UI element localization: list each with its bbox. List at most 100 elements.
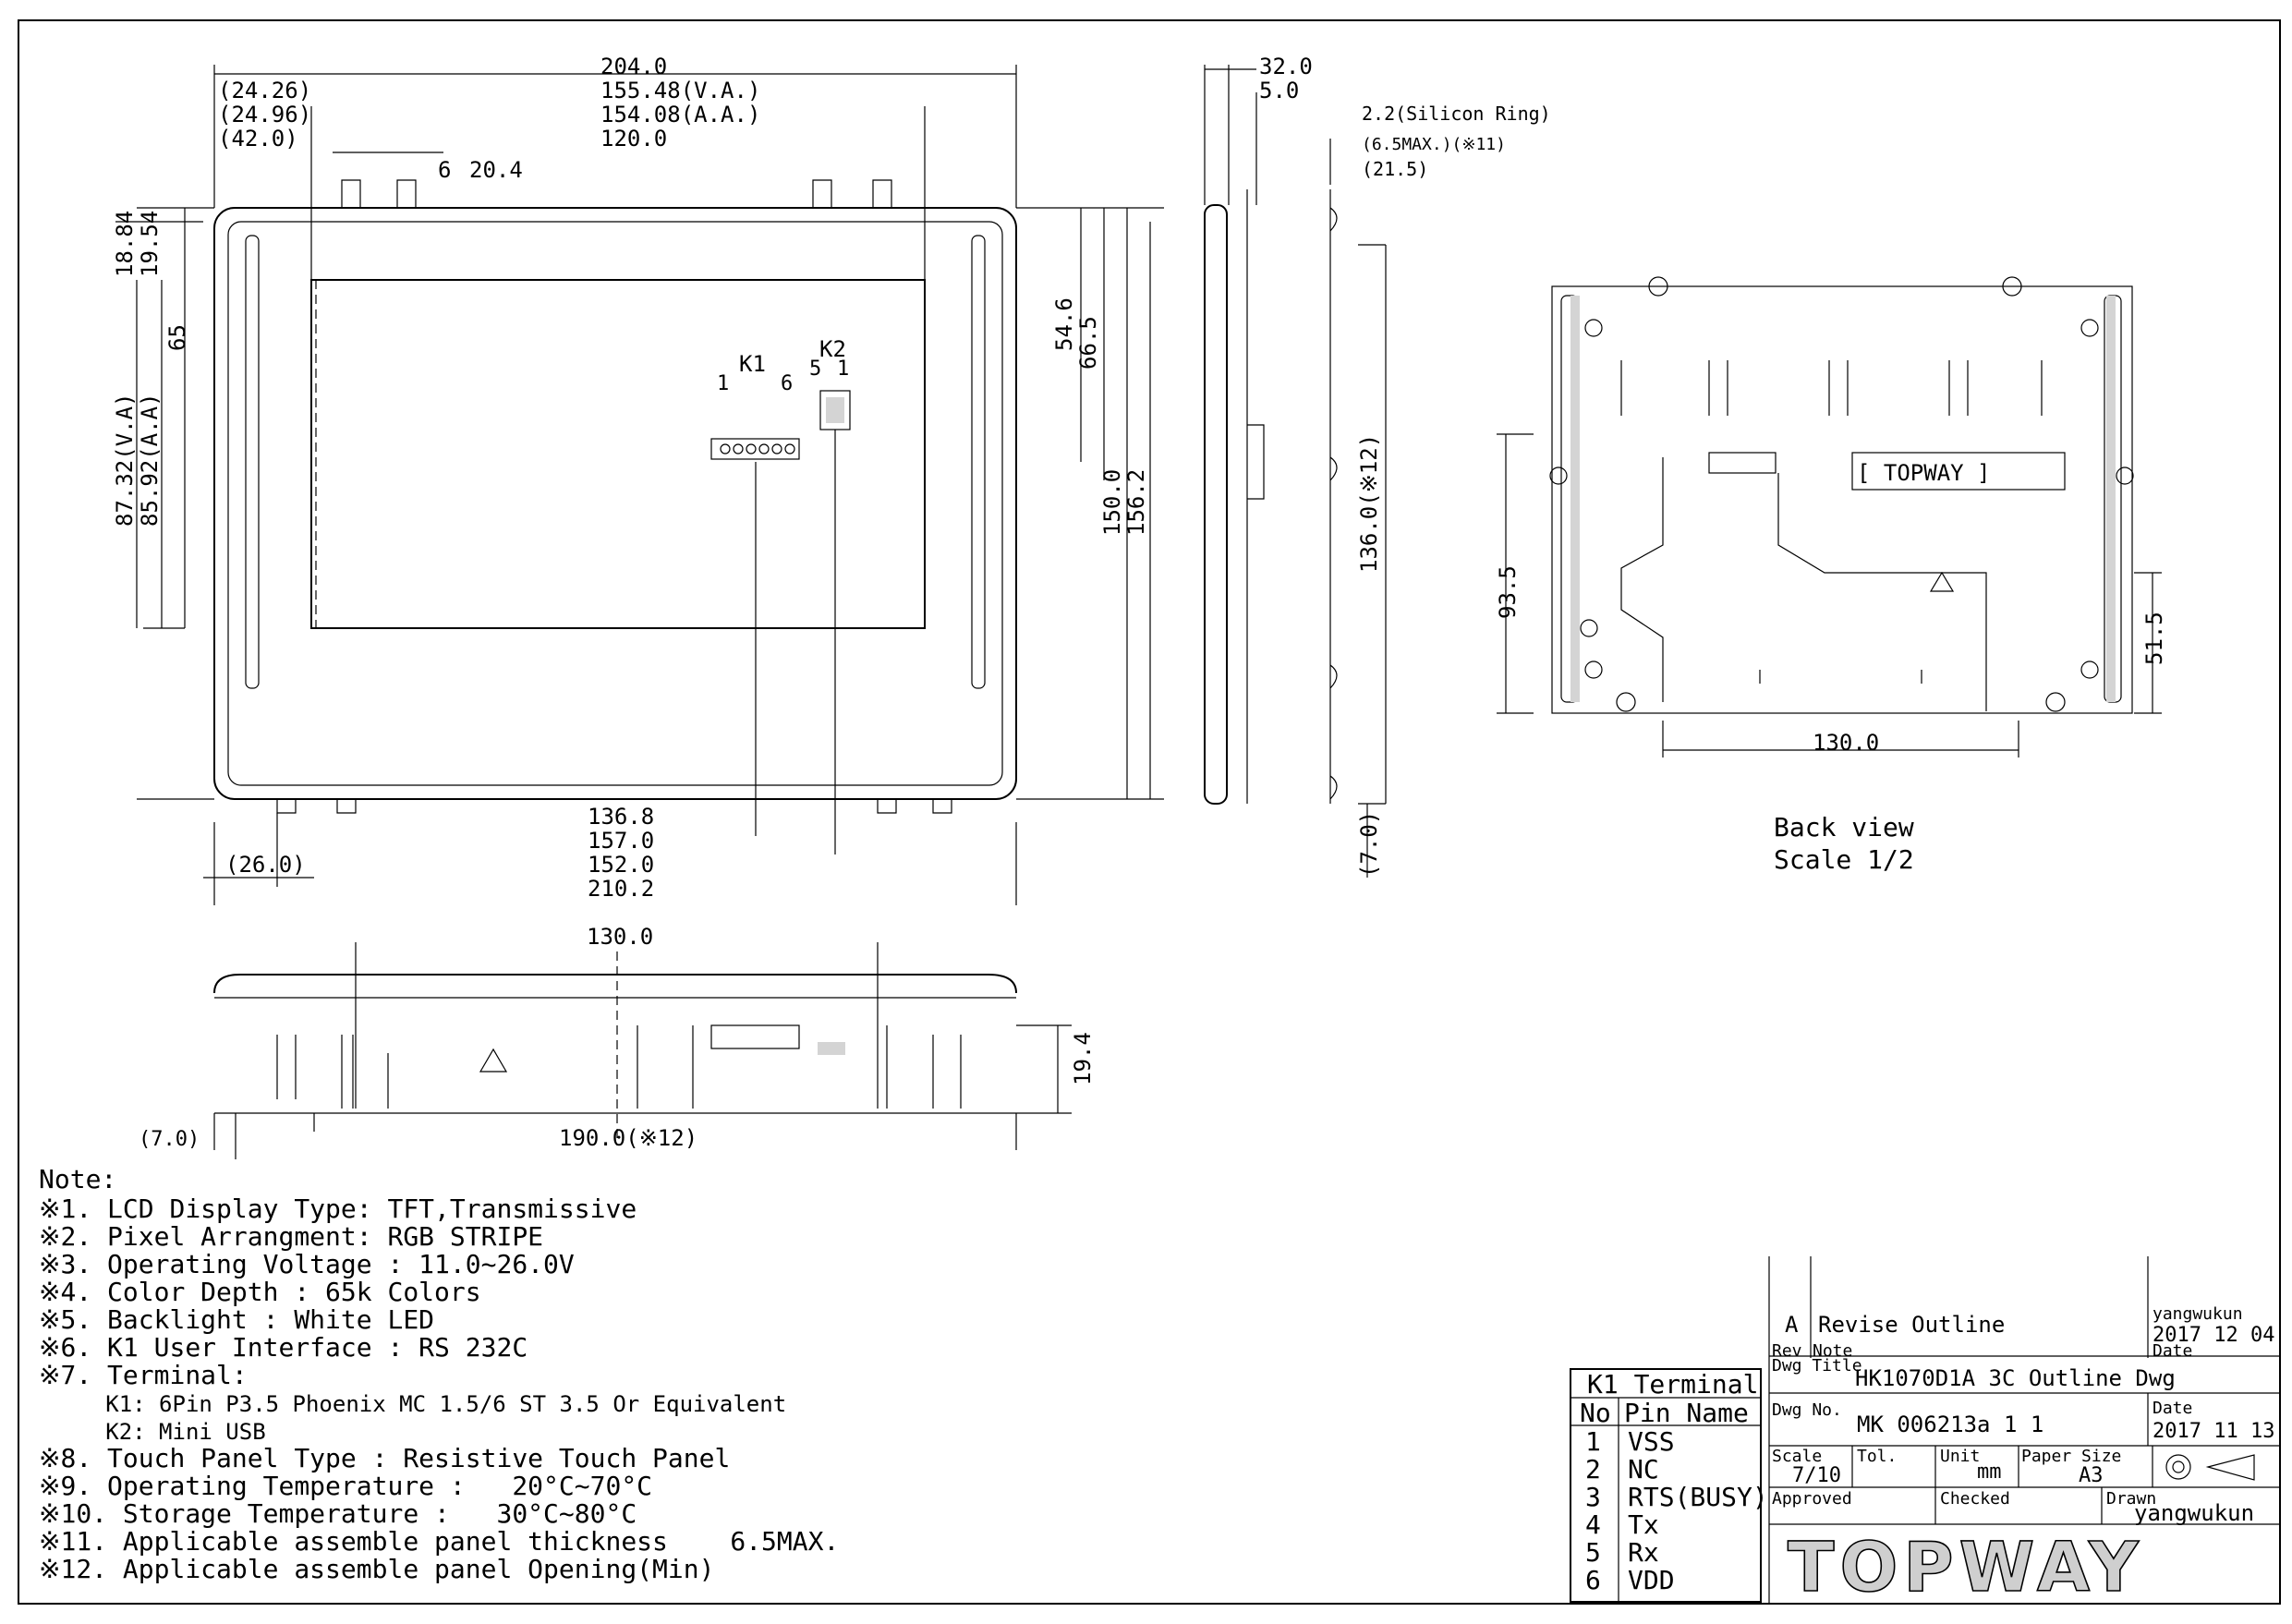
pin-table-title: K1 Terminal (1587, 1369, 1758, 1400)
note-item: ※4. Color Depth : 65k Colors (39, 1277, 481, 1307)
dim-136-8: 136.8 (588, 804, 654, 830)
pin-no: 1 (1585, 1426, 1601, 1457)
dim-204: 204.0 (600, 54, 667, 79)
dim-24-96: (24.96) (218, 102, 311, 127)
tb-unit: mm (1977, 1460, 2002, 1484)
dim-93-5: 93.5 (1495, 565, 1521, 619)
note-item: ※9. Operating Temperature : 20°C~70°C (39, 1471, 652, 1501)
note-item: ※7. Terminal: (39, 1360, 248, 1390)
note-item: ※11. Applicable assemble panel thickness… (39, 1526, 839, 1557)
k1-pin-first: 1 (717, 372, 729, 395)
dim-130-back: 130.0 (1813, 730, 1879, 756)
pin-name: Tx (1628, 1509, 1659, 1540)
pin-name: VDD (1628, 1565, 1675, 1595)
pin-table-frame (1570, 1368, 1762, 1603)
dim-24-26: (24.26) (218, 78, 311, 103)
tb-approved-label: Approved (1772, 1489, 1852, 1509)
k1-label: K1 (739, 351, 766, 377)
notes-heading: Note: (39, 1164, 116, 1194)
dim-65: 65 (164, 324, 190, 351)
dim-32: 32.0 (1259, 54, 1313, 79)
k2-body (826, 397, 844, 423)
front-bottom-tabs (276, 799, 952, 814)
back-view (1497, 276, 2162, 757)
tb-unit-label: Unit (1940, 1447, 1980, 1466)
tb-rev-author: yangwukun (2153, 1304, 2243, 1324)
back-features (1620, 360, 2043, 684)
tb-date2-label: Date (2153, 1399, 2192, 1418)
note-item: ※6. K1 User Interface : RS 232C (39, 1332, 528, 1363)
dim-136: 136.0(※12) (1356, 434, 1382, 573)
pin-no: 2 (1585, 1454, 1601, 1485)
back-left-rail-fill (1570, 296, 1580, 702)
tb-paper-label: Paper Size (2021, 1447, 2121, 1466)
dim-152: 152.0 (588, 852, 654, 878)
dim-5: 5.0 (1259, 78, 1299, 103)
ring-note-1: 2.2(Silicon Ring) (1362, 103, 1551, 125)
back-dim-lines (1497, 433, 2162, 757)
tb-dwg-no-label: Dwg No. (1772, 1400, 1842, 1420)
dim-155-va: 155.48(V.A.) (600, 78, 760, 103)
front-left-slot (245, 235, 260, 689)
dim-19-54: 19.54 (137, 211, 163, 277)
tb-date2: 2017 11 13 (2153, 1420, 2274, 1443)
side-view (1204, 65, 1387, 878)
note-item: ※5. Backlight : White LED (39, 1304, 434, 1335)
k2-label: K2 (819, 336, 846, 362)
dim-42: (42.0) (218, 126, 298, 151)
dim-210-2: 210.2 (588, 876, 654, 902)
bottom-top-edge (213, 974, 1017, 994)
pin-table: K1 Terminal No Pin Name 1 VSS 2 NC 3 RTS… (1570, 1368, 1768, 1603)
dim-87-32: 87.32(V.A) (112, 394, 138, 527)
dim-7-side: (7.0) (1356, 811, 1382, 878)
dim-66-5: 66.5 (1075, 316, 1101, 370)
ring-note-3: (21.5) (1362, 158, 1428, 180)
back-cable-path (1620, 457, 1987, 711)
dim-6: 6 (438, 157, 451, 183)
dim-18-84: 18.84 (112, 211, 138, 277)
back-logo: [ TOPWAY ] (1857, 460, 1991, 486)
note-item: ※12. Applicable assemble panel Opening(M… (39, 1554, 714, 1584)
back-screws (1549, 276, 2134, 712)
back-outline (1551, 285, 2133, 714)
tb-date-label: Date (2153, 1341, 2192, 1361)
side-bezel (1204, 204, 1228, 805)
tb-checked-label: Checked (1940, 1489, 2010, 1509)
dim-150: 150.0 (1099, 469, 1125, 536)
k1-pins-circles (720, 443, 795, 454)
tb-rev: A (1785, 1312, 1799, 1338)
pin-name: Rx (1628, 1537, 1659, 1568)
bottom-k1 (710, 1024, 800, 1049)
note-item: ※2. Pixel Arrangment: RGB STRIPE (39, 1221, 543, 1252)
tb-dwg-title-label: Dwg Title (1772, 1356, 1862, 1376)
dim-156-2: 156.2 (1123, 469, 1149, 536)
k1-connector (710, 438, 800, 460)
pin-table-col-no: No (1580, 1398, 1611, 1428)
note-item: ※1. LCD Display Type: TFT,Transmissive (39, 1194, 637, 1224)
side-rings (1329, 207, 1338, 800)
note-item: K1: 6Pin P3.5 Phoenix MC 1.5/6 ST 3.5 Or… (39, 1391, 786, 1417)
tb-dwg-no: MK 006213a 1 1 (1857, 1412, 2043, 1437)
title-block: A Revise Outline yangwukun 2017 12 04 Re… (1768, 1256, 2280, 1608)
ring-note-2: (6.5MAX.)(※11) (1362, 135, 1506, 154)
tb-note-label: Note (1813, 1341, 1852, 1361)
front-dim-top-lines (213, 65, 1017, 280)
warning-icon (479, 1048, 508, 1073)
tb-rev-note: Revise Outline (1818, 1312, 2005, 1338)
note-item: K2: Mini USB (39, 1419, 266, 1445)
tb-scale-label: Scale (1772, 1447, 1822, 1466)
front-top-tabs (341, 179, 892, 208)
note-item: ※10. Storage Temperature : 30°C~80°C (39, 1498, 637, 1529)
dim-154-aa: 154.08(A.A.) (600, 102, 760, 127)
bottom-k2 (818, 1042, 845, 1055)
front-bezel-inner (227, 221, 1003, 786)
projection-circle-outer (2165, 1454, 2191, 1480)
back-view-scale: Scale 1/2 (1774, 844, 1914, 875)
pin-no: 4 (1585, 1509, 1601, 1540)
front-dim-left-lines (115, 207, 214, 800)
note-item: ※8. Touch Panel Type : Resistive Touch P… (39, 1443, 730, 1473)
back-logo-box (1851, 452, 2066, 491)
tb-tol-label: Tol. (1857, 1447, 1897, 1466)
projection-circle-inner (2172, 1460, 2185, 1473)
